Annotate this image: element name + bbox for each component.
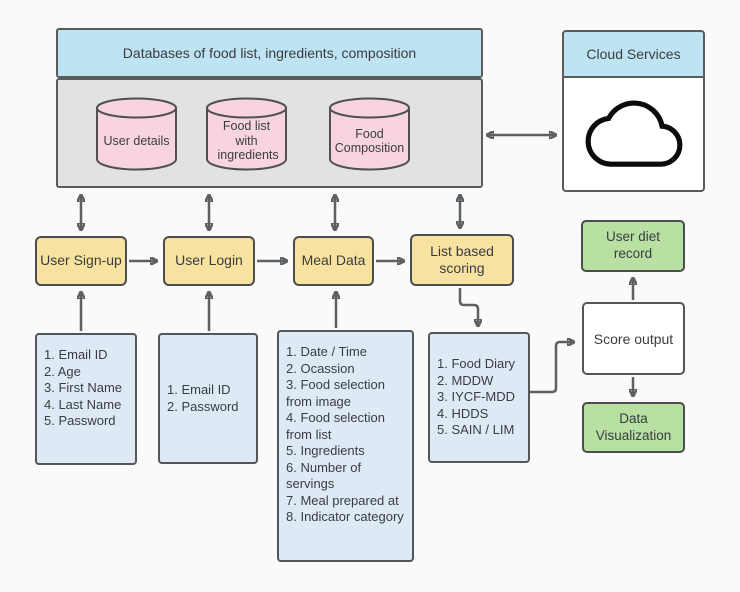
cylinder-label: Food Composition (334, 126, 405, 155)
node-list-based-scoring: List based scoring (410, 234, 514, 286)
node-meal-data: Meal Data (293, 236, 374, 286)
node-data-visualization: Data Visualization (582, 402, 685, 453)
cloud-services-body (562, 76, 705, 192)
node-score-output: Score output (582, 302, 685, 375)
list-item: 3. Food selection from image (286, 377, 386, 409)
db-cylinder-food-list: Food list with ingredients (205, 97, 288, 171)
node-label: Data Visualization (595, 410, 672, 443)
cylinder-label: Food list with ingredients (217, 119, 279, 163)
node-label: List based scoring (430, 242, 494, 277)
cylinder-label: User details (103, 133, 170, 148)
db-cylinder-food-composition: Food Composition (328, 97, 411, 171)
database-cylinder-icon (96, 97, 177, 171)
list-item: 2. MDDW (437, 372, 494, 388)
list-item: 6. Number of servings (286, 459, 362, 492)
list-item: 3. IYCF-MDD (437, 389, 515, 405)
node-user-signup: User Sign-up (35, 236, 127, 286)
list-item: 4. Last Name (44, 396, 122, 412)
node-user-login: User Login (163, 236, 255, 286)
list-item: 1. Email ID (44, 347, 108, 362)
database-panel-title-text: Databases of food list, ingredients, com… (122, 45, 417, 61)
list-item: 7. Meal prepared at (286, 492, 399, 508)
list-item: 4. Food selection from list (286, 410, 386, 442)
database-panel-title: Databases of food list, ingredients, com… (56, 28, 483, 78)
database-cylinder-icon (206, 97, 287, 171)
node-user-diet-record: User diet record (581, 220, 685, 272)
database-cylinder-icon (329, 97, 410, 171)
arrow-scoring-indicators (458, 288, 478, 326)
cloud-services-title-text: Cloud Services (586, 46, 681, 62)
list-item: 1. Food Diary (437, 356, 516, 372)
list-item: 5. Ingredients (286, 443, 365, 458)
list-item: 3. First Name (44, 380, 123, 395)
list-item: 2. Ocassion (286, 360, 355, 376)
list-item: 5. Password (44, 413, 116, 428)
node-label: Meal Data (301, 252, 366, 269)
list-item: 4. HDDS (437, 405, 489, 421)
cloud-services-title: Cloud Services (562, 30, 705, 78)
list-item: 1. Date / Time (286, 344, 367, 359)
node-label: User Login (175, 252, 243, 269)
cloud-icon (585, 100, 682, 167)
node-label: User Sign-up (40, 252, 122, 269)
node-label: Score output (593, 330, 674, 347)
list-item: 8. Indicator category (286, 509, 404, 524)
node-label: User diet record (605, 229, 661, 261)
db-cylinder-user-details: User details (95, 97, 178, 171)
list-item: 2. Age (44, 363, 81, 379)
list-item: 1. Email ID (167, 382, 231, 397)
list-item: 5. SAIN / LIM (437, 422, 515, 438)
arrow-indicators-scoreoutput (530, 342, 574, 394)
list-item: 2. Password (167, 398, 239, 414)
